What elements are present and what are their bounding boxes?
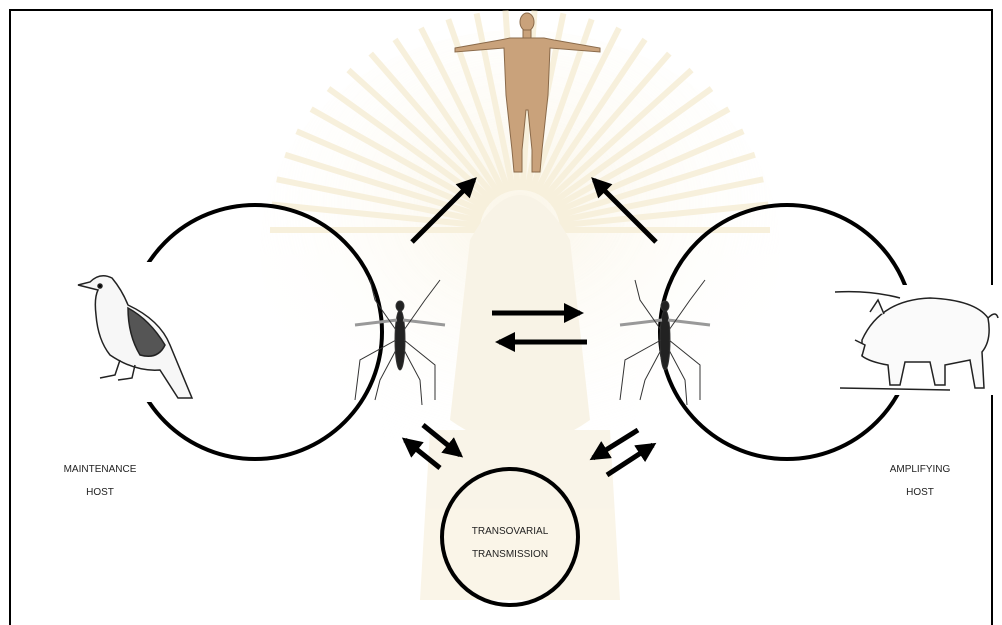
watermark-ray	[533, 26, 622, 195]
amplifying-host-label: AMPLIFYING HOST	[870, 458, 970, 504]
watermark-ray	[559, 201, 769, 229]
arrow-right-mosquito-to-transovarial	[589, 427, 640, 461]
watermark-ray	[537, 37, 648, 198]
watermark-ray	[392, 37, 503, 198]
human-figure-icon	[454, 12, 601, 173]
transovarial-transmission-label: TRANSOVARIAL TRANSMISSION	[450, 520, 570, 566]
watermark-ray	[551, 106, 731, 211]
watermark-ray	[558, 176, 764, 224]
pig-icon	[834, 290, 999, 391]
arrow-mosquito-right-to-human	[591, 177, 658, 244]
watermark-ray	[556, 151, 756, 220]
mosquito-icon-right	[619, 279, 711, 406]
watermark-ray	[541, 51, 672, 200]
transovarial-cycle-circle	[440, 467, 580, 607]
amplifying-host-label-line2: HOST	[906, 487, 934, 498]
transovarial-label-line1: TRANSOVARIAL	[471, 526, 549, 537]
arrow-left-mosquito-to-transovarial	[421, 423, 464, 458]
maintenance-host-label-line1: MAINTENANCE	[63, 464, 137, 475]
watermark-ray	[554, 128, 745, 215]
watermark-ray	[418, 26, 507, 195]
arrow-transovarial-to-left-mosquito	[401, 437, 442, 470]
maintenance-host-label-line2: HOST	[86, 487, 114, 498]
watermark-ray	[368, 51, 499, 200]
mosquito-icon-left	[354, 279, 446, 406]
arrow-transovarial-to-right-mosquito	[605, 442, 657, 478]
watermark-ray	[545, 67, 694, 204]
arrow-mosquito-left-to-human	[410, 177, 477, 244]
watermark-ray	[276, 176, 482, 224]
amplifying-host-label-line1: AMPLIFYING	[889, 464, 951, 475]
watermark-ray	[271, 201, 481, 229]
bird-icon	[77, 275, 194, 399]
transovarial-label-line2: TRANSMISSION	[471, 549, 549, 560]
watermark-ray	[548, 86, 714, 207]
watermark-emblem	[260, 10, 780, 600]
maintenance-host-label: MAINTENANCE HOST	[40, 458, 160, 504]
